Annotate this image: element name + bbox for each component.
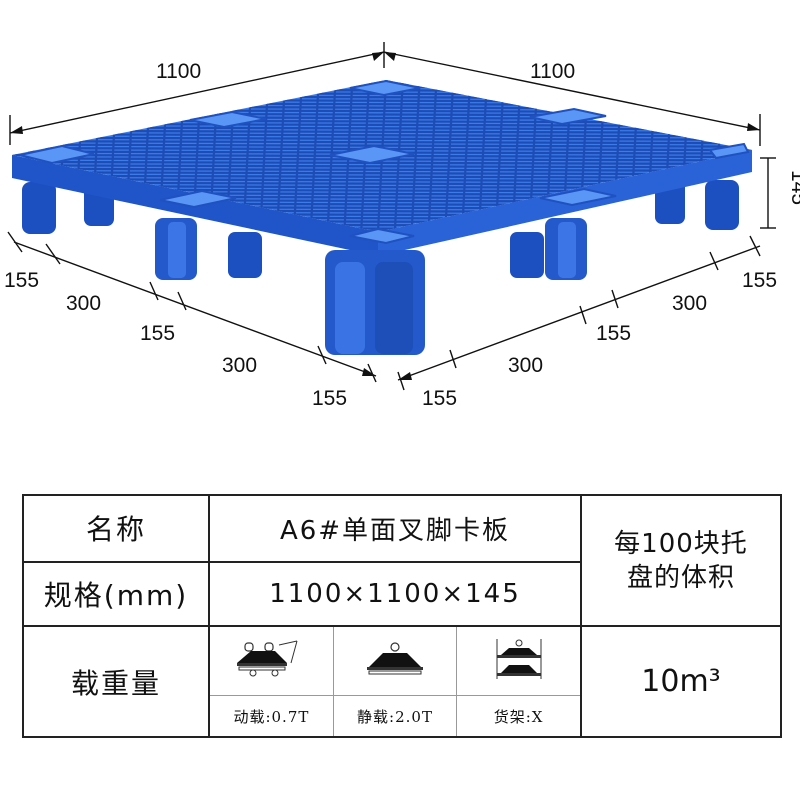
dim-right-5: 155: [742, 269, 777, 292]
volume-label-cell: 每100块托 盘的体积: [580, 493, 782, 628]
dim-top-right: 1100: [530, 60, 575, 83]
spec-label: 规格(mm): [22, 560, 210, 628]
dim-right-1: 155: [422, 387, 457, 410]
volume-value: 10m³: [580, 625, 782, 738]
dimension-lines: [7, 42, 776, 391]
dimension-labels: 1100 1100 145 155 300 155 300 155 155 30…: [4, 60, 800, 410]
rack-load-caption: 货架:X: [456, 695, 580, 736]
dim-right-4: 300: [672, 292, 707, 315]
name-value: A6#单面叉脚卡板: [208, 494, 582, 563]
dim-left-4: 300: [222, 354, 257, 377]
load-cell: 动载:0.7T 静载:2.0T 货架:X: [208, 625, 582, 738]
dim-top-left: 1100: [156, 60, 201, 83]
pallet-diagram: 1100 1100 145 155 300 155 300 155 155 30…: [4, 42, 800, 410]
pallet-block-pads: [19, 79, 750, 245]
volume-label-line1: 每100块托: [614, 528, 748, 559]
dynamic-load-caption: 动载:0.7T: [233, 707, 310, 726]
rack-load-icon: [456, 627, 580, 697]
volume-label-line2: 盘的体积: [626, 562, 735, 593]
pallet-feet-front: [155, 218, 587, 355]
load-label: 载重量: [22, 625, 210, 738]
forklift-dynamic-load-icon: [210, 627, 334, 697]
dim-left-1: 155: [4, 269, 39, 292]
dim-height: 145: [787, 170, 800, 205]
dim-left-3: 155: [140, 322, 175, 345]
static-load-caption: 静载:2.0T: [332, 695, 457, 736]
spec-value: 1100×1100×145: [208, 560, 582, 628]
name-label: 名称: [22, 494, 210, 563]
dim-left-2: 300: [66, 292, 101, 315]
spec-table: 名称 A6#单面叉脚卡板 每100块托 盘的体积 规格(mm) 1100×110…: [22, 493, 782, 738]
dim-right-3: 155: [596, 322, 631, 345]
dim-left-5: 155: [312, 387, 347, 410]
dim-right-2: 300: [508, 354, 543, 377]
static-load-icon: [332, 627, 457, 697]
